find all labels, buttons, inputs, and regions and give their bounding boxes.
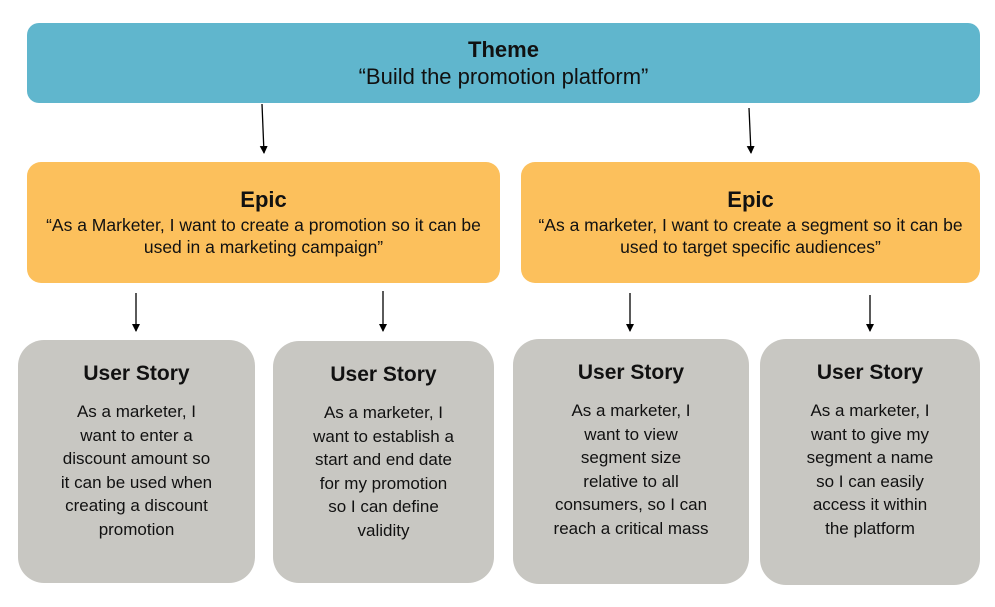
theme-title: Theme [468, 37, 539, 62]
theme-box: Theme “Build the promotion platform” [27, 23, 980, 103]
epic-text: “As a marketer, I want to create a segme… [538, 215, 963, 257]
user-story-card-segment-size: User Story As a marketer, I want to view… [513, 339, 749, 584]
user-story-text: As a marketer, I want to view segment si… [553, 401, 709, 538]
user-story-title: User Story [816, 361, 924, 384]
epic-title: Epic [727, 187, 774, 212]
theme-subtitle: “Build the promotion platform” [358, 64, 649, 89]
user-story-text: As a marketer, I want to give my segment… [806, 401, 934, 538]
epic-box-promotion: Epic “As a Marketer, I want to create a … [27, 162, 500, 283]
arrow-theme-to-epic-2 [746, 107, 755, 154]
user-story-text: As a marketer, I want to establish a sta… [313, 403, 454, 540]
arrow-theme-to-epic-1 [259, 103, 268, 154]
user-story-card-discount: User Story As a marketer, I want to ente… [18, 340, 255, 583]
epic-box-segment: Epic “As a marketer, I want to create a … [521, 162, 980, 283]
user-story-card-dates: User Story As a marketer, I want to esta… [273, 341, 494, 583]
user-story-text: As a marketer, I want to enter a discoun… [60, 402, 213, 539]
epic-title: Epic [240, 187, 287, 212]
user-story-title: User Story [577, 361, 685, 384]
user-story-title: User Story [330, 363, 437, 386]
user-story-card-segment-name: User Story As a marketer, I want to give… [760, 339, 980, 585]
user-story-title: User Story [83, 362, 190, 385]
epic-text: “As a Marketer, I want to create a promo… [46, 215, 481, 257]
